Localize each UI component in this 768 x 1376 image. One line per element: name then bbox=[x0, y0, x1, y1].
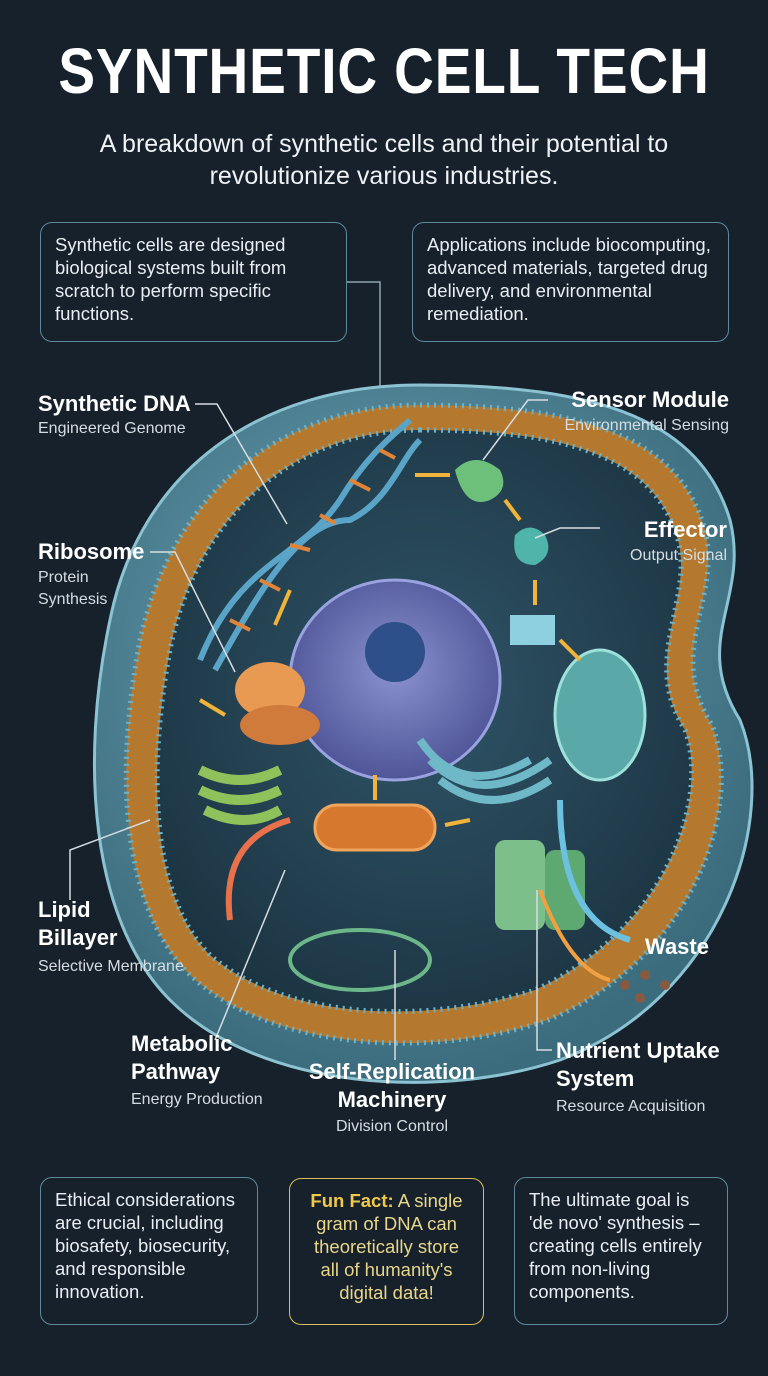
leader-lines bbox=[69, 399, 600, 1060]
ethics-box: Ethical considerations are crucial, incl… bbox=[40, 1177, 258, 1325]
fun-fact-text: A single gram of DNA can theoretically s… bbox=[314, 1190, 463, 1303]
page-title: SYNTHETIC CELL TECH bbox=[58, 35, 710, 107]
label-waste: Waste bbox=[645, 934, 709, 959]
sublabel-ribosome: Protein Synthesis bbox=[38, 569, 108, 608]
label-nutrient-uptake: Nutrient Uptake System bbox=[556, 1038, 720, 1091]
label-effector: Effector bbox=[643, 517, 727, 542]
metabolic-arrow bbox=[225, 817, 291, 921]
label-synthetic-dna: Synthetic DNA bbox=[38, 391, 191, 416]
goal-box: The ultimate goal is 'de novo' synthesis… bbox=[514, 1177, 728, 1325]
label-ribosome: Ribosome bbox=[38, 539, 145, 564]
page-subtitle: A breakdown of synthetic cells and their… bbox=[99, 130, 669, 190]
nutrient-channel bbox=[495, 840, 545, 930]
sensor-module bbox=[455, 460, 504, 502]
label-sensor-module: Sensor Module bbox=[571, 387, 729, 412]
definition-box: Synthetic cells are designed biological … bbox=[40, 222, 347, 342]
flow-arrows bbox=[198, 473, 611, 982]
fun-fact-label: Fun Fact: bbox=[310, 1190, 394, 1211]
sublabel-metabolic-pathway: Energy Production bbox=[131, 1091, 263, 1108]
endoplasmic-reticulum bbox=[416, 737, 553, 804]
effector-block bbox=[510, 615, 555, 645]
waste-particles bbox=[620, 970, 670, 1003]
label-self-replication: Self-Replication Machinery bbox=[308, 1059, 476, 1112]
nutrient-channel-right bbox=[545, 850, 585, 930]
dna-helix bbox=[197, 417, 423, 672]
connector-line bbox=[347, 281, 381, 390]
applications-box: Applications include biocomputing, advan… bbox=[412, 222, 729, 342]
mitochondrion-right bbox=[553, 648, 647, 782]
sublabel-self-replication: Division Control bbox=[335, 1118, 449, 1135]
waste-arrow bbox=[557, 799, 631, 943]
sublabel-sensor-module: Environmental Sensing bbox=[564, 417, 729, 434]
label-metabolic-pathway: Metabolic Pathway bbox=[131, 1031, 233, 1084]
plasmid bbox=[288, 928, 432, 992]
fun-fact-box: Fun Fact: A single gram of DNA can theor… bbox=[289, 1178, 484, 1325]
golgi-apparatus bbox=[197, 765, 283, 825]
label-lipid-bilayer: Lipid Billayer bbox=[38, 897, 118, 950]
sublabel-nutrient-uptake: Resource Acquisition bbox=[556, 1098, 706, 1115]
nucleolus bbox=[365, 622, 425, 682]
sublabel-synthetic-dna: Engineered Genome bbox=[38, 420, 186, 437]
sublabel-lipid-bilayer: Selective Membrane bbox=[38, 958, 184, 975]
mitochondrion-center bbox=[313, 803, 437, 852]
ribosome bbox=[235, 662, 320, 745]
sublabel-effector: Output Signal bbox=[630, 547, 727, 564]
